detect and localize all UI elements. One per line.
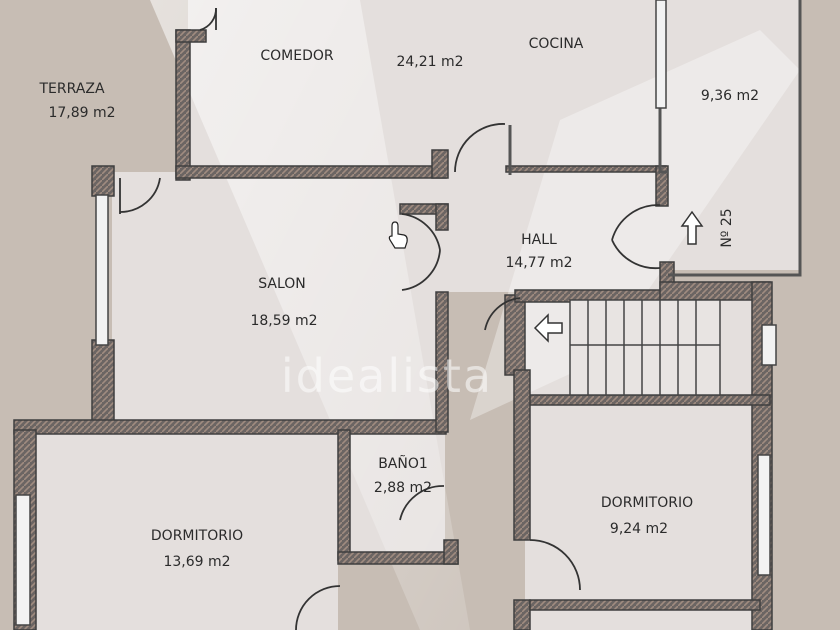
floor-dormitorio-left (30, 430, 338, 630)
label-comedor: COMEDOR (260, 48, 334, 64)
label-hall: HALL (521, 232, 557, 248)
label-salon-area: 18,59 m2 (250, 313, 317, 329)
window-cocina (655, 0, 667, 109)
label-bano: BAÑO1 (378, 455, 428, 472)
label-comedor-cocina-area: 24,21 m2 (396, 54, 463, 70)
label-terraza-area: 17,89 m2 (48, 105, 115, 121)
label-salon: SALON (258, 276, 306, 292)
entry-arrow-icon (680, 210, 704, 245)
stairs-arrow-icon (533, 313, 563, 343)
window-landing (761, 324, 777, 366)
label-cocina-side-area: 9,36 m2 (701, 88, 759, 104)
label-terraza: TERRAZA (38, 81, 104, 97)
floor-hall (447, 172, 667, 292)
window-salon (95, 194, 109, 346)
watermark: idealista (281, 349, 493, 403)
door-swings (119, 7, 661, 630)
windows (15, 0, 777, 626)
floor-dormitorio-right (525, 405, 765, 630)
window-dormitorio-right (757, 454, 771, 576)
label-dormitorio-right: DORMITORIO (601, 495, 693, 511)
label-door-number: Nº 25 (719, 208, 735, 247)
label-bano-area: 2,88 m2 (374, 480, 432, 496)
room-labels: TERRAZA 17,89 m2 COMEDOR 24,21 m2 COCINA… (38, 36, 759, 570)
label-dormitorio-right-area: 9,24 m2 (610, 521, 668, 537)
label-cocina: COCINA (529, 36, 584, 52)
window-dormitorio-left (15, 494, 31, 626)
cursor-hand-icon (388, 221, 408, 249)
label-dormitorio-left: DORMITORIO (151, 528, 243, 544)
label-dormitorio-left-area: 13,69 m2 (163, 554, 230, 570)
staircase (569, 299, 721, 396)
label-hall-area: 14,77 m2 (505, 255, 572, 271)
